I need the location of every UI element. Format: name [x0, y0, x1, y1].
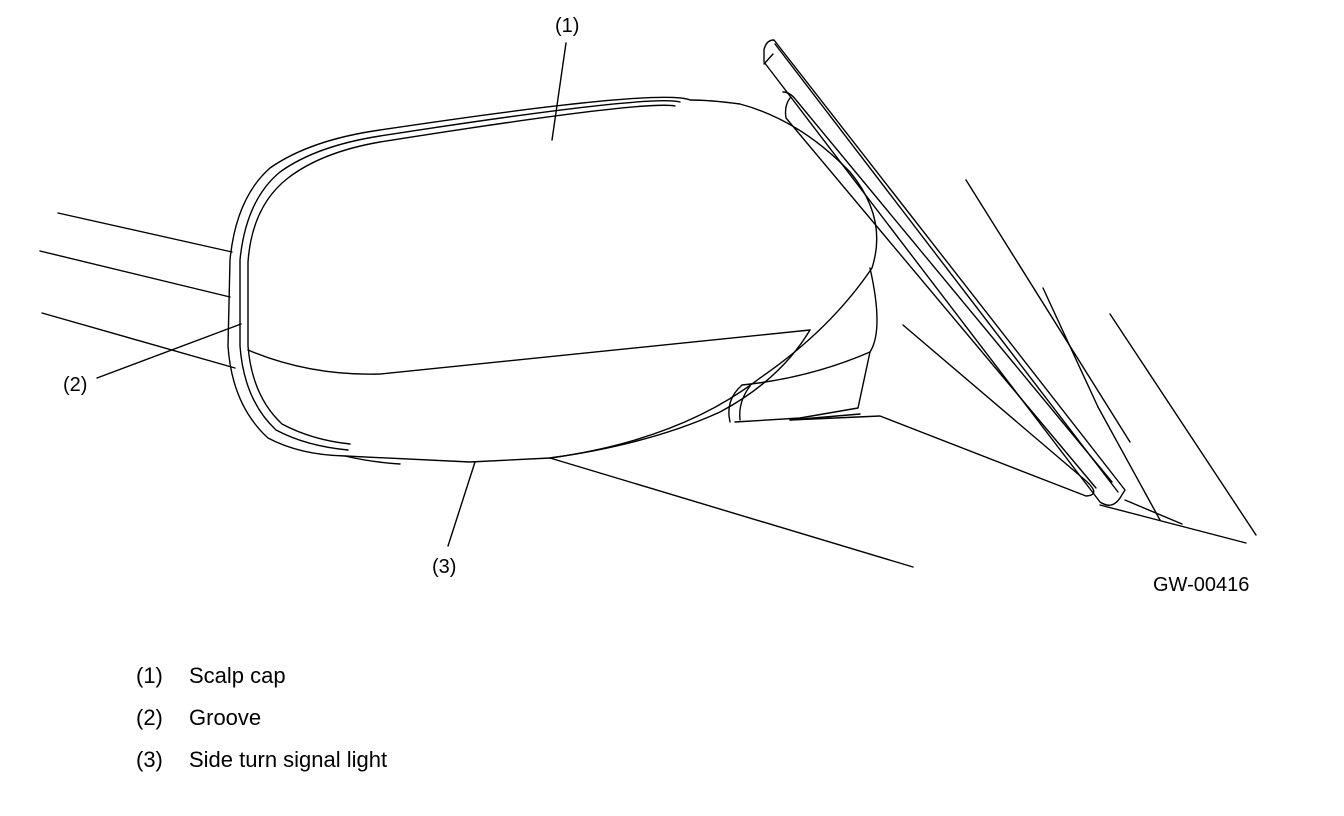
legend-label: Groove: [189, 705, 262, 730]
callout-1: (1): [555, 15, 579, 37]
legend-label: Scalp cap: [189, 663, 286, 688]
legend-item: (2) Groove: [136, 704, 387, 746]
turn-signal-lens: [549, 329, 811, 459]
scalp-cap-seam: [247, 329, 811, 375]
groove-line: [239, 100, 681, 451]
callout-3: (3): [432, 556, 456, 578]
legend-item: (3) Side turn signal light: [136, 746, 387, 788]
legend-num: (3): [136, 747, 163, 772]
mirror-housing: [227, 96, 878, 465]
door-body-lines: [39, 179, 1257, 568]
legend: (1) Scalp cap (2) Groove (3) Side turn s…: [136, 662, 387, 788]
leader-lines: [96, 42, 567, 547]
legend-item: (1) Scalp cap: [136, 662, 387, 704]
legend-num: (1): [136, 663, 163, 688]
legend-num: (2): [136, 705, 163, 730]
window-frame: [763, 39, 1161, 521]
callout-2: (2): [63, 374, 87, 396]
figure-id: GW-00416: [1153, 574, 1249, 596]
mirror-base: [728, 267, 1095, 497]
legend-label: Side turn signal light: [189, 747, 388, 772]
